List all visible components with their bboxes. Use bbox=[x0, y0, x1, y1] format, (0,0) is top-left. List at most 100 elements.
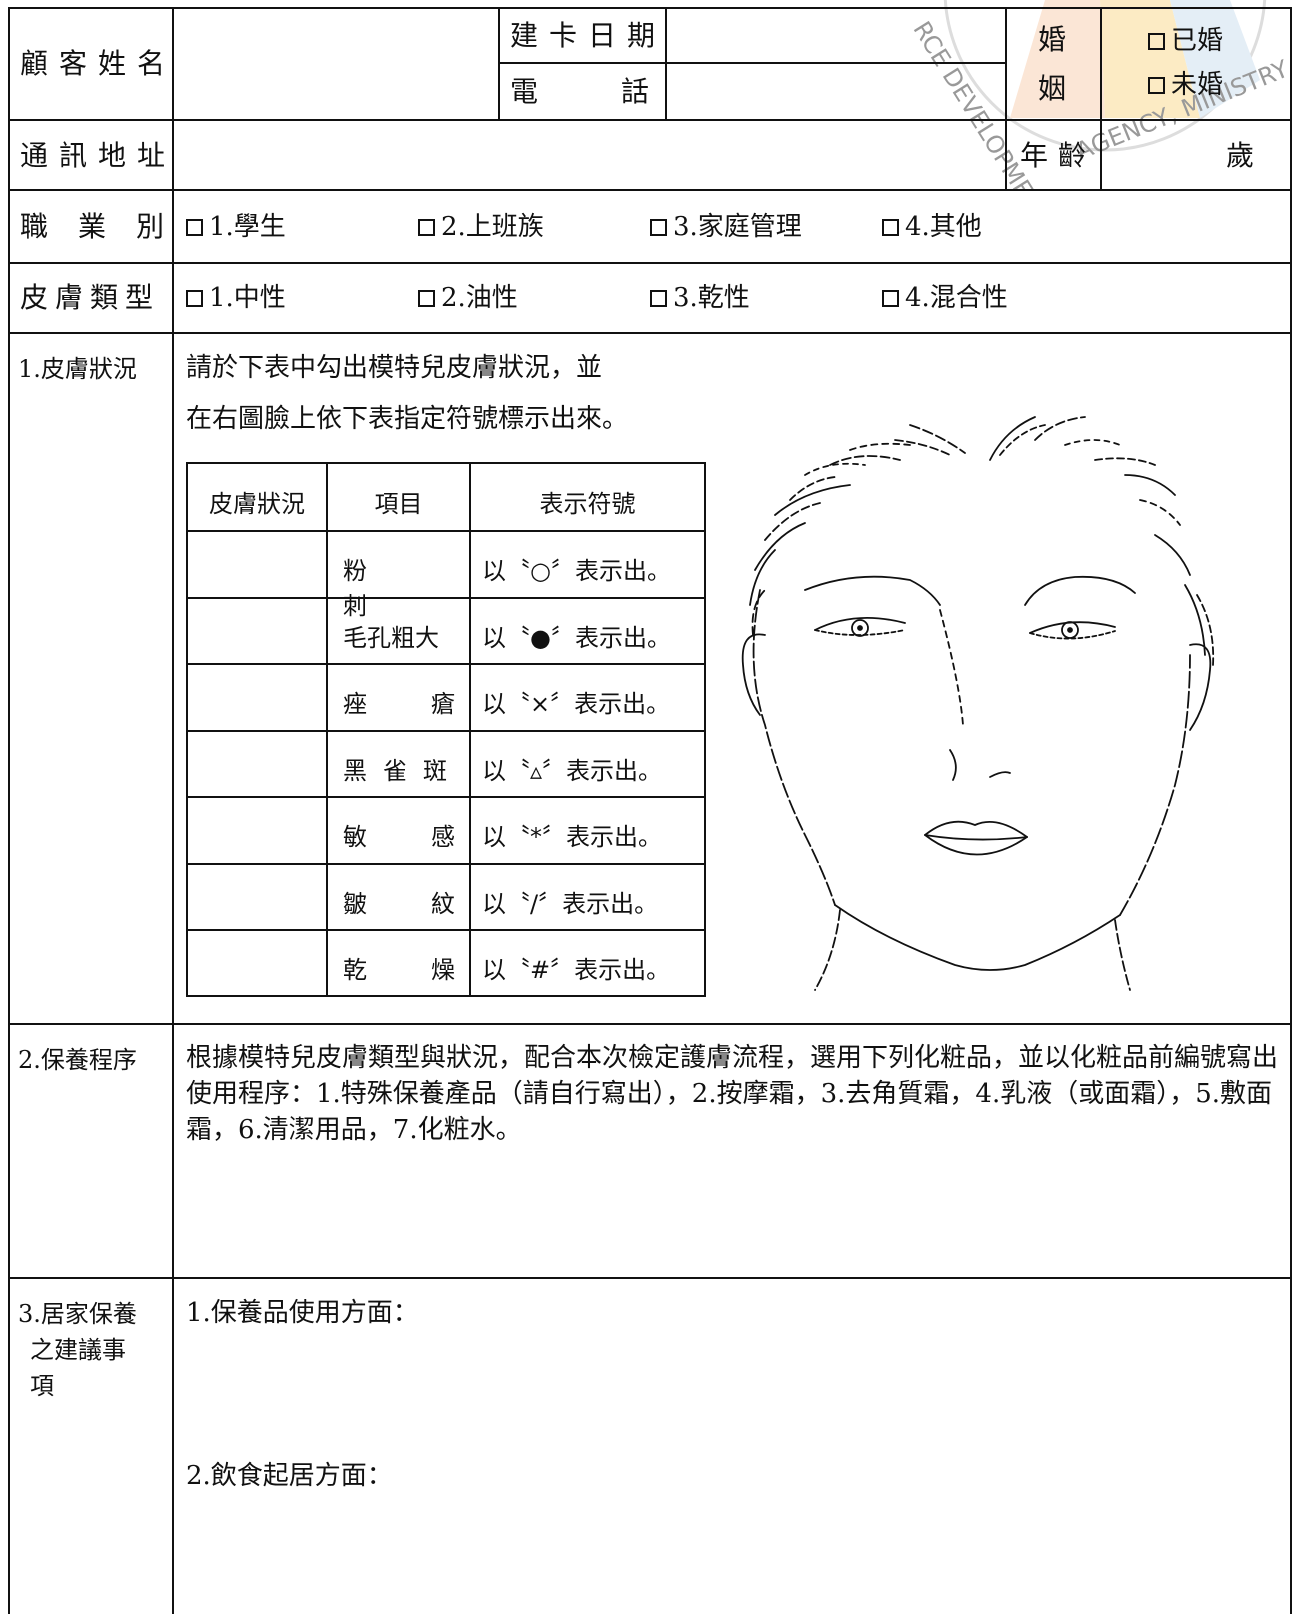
occupation-option-3[interactable]: 3.家庭管理 bbox=[650, 214, 802, 240]
skin-type-checkbox-4[interactable] bbox=[882, 290, 899, 307]
table-item-dryness-text: 乾燥 bbox=[343, 956, 519, 984]
marriage-label-top: 婚 bbox=[1038, 23, 1067, 56]
section2-instructions: 根據模特兒皮膚類型與狀況，配合本次檢定護膚流程，選用下列化粧品，並以化粧品前編號… bbox=[186, 1043, 1279, 1145]
age-unit: 歲 bbox=[1226, 139, 1255, 172]
skin-type-checkbox-3[interactable] bbox=[650, 290, 667, 307]
agency-watermark-seal: RCE DEVELOPMENT AGENCY, MINISTRY O bbox=[900, 0, 1292, 190]
table-border-right bbox=[704, 462, 706, 997]
skin-condition-table: 皮膚狀況 項目 表示符號 粉刺 以〝○〞表示出。 毛孔粗大 以〝●〞表示出。 痤… bbox=[186, 462, 706, 997]
section1-label: 1.皮膚狀況 bbox=[18, 355, 137, 383]
occupation-option-4-label: 4.其他 bbox=[905, 212, 982, 242]
married-checkbox-box[interactable] bbox=[1148, 33, 1165, 50]
skin-type-option-1[interactable]: 1.中性 bbox=[186, 285, 286, 311]
table-border-bottom bbox=[186, 995, 706, 997]
married-checkbox-label: 已婚 bbox=[1171, 26, 1224, 56]
table-item-dryness: 乾燥 bbox=[343, 950, 519, 985]
marriage-label-bottom: 姻 bbox=[1038, 72, 1067, 105]
table-symbol-sensitive: 以〝*〞表示出。 bbox=[482, 823, 662, 851]
skin-type-option-2-label: 2.油性 bbox=[441, 283, 518, 313]
header-col-line-d bbox=[1100, 7, 1102, 190]
row-line-1 bbox=[8, 119, 1292, 121]
row-line-5 bbox=[8, 1023, 1292, 1025]
section3-label-line2: 之建議事 bbox=[30, 1336, 126, 1364]
address-label: 通訊地址 bbox=[20, 139, 177, 172]
table-item-freckles: 黑雀斑 bbox=[343, 751, 463, 786]
single-checkbox[interactable]: 未婚 bbox=[1148, 72, 1223, 98]
table-symbol-dryness: 以〝#〞表示出。 bbox=[482, 956, 671, 984]
section1-instruction-line2: 在右圖臉上依下表指定符號標示出來。 bbox=[186, 404, 629, 434]
table-row-line-1 bbox=[186, 530, 706, 532]
skin-type-option-2[interactable]: 2.油性 bbox=[418, 285, 518, 311]
section2-label: 2.保養程序 bbox=[18, 1046, 137, 1074]
row-line-3 bbox=[8, 262, 1292, 264]
occupation-checkbox-4[interactable] bbox=[882, 219, 899, 236]
occupation-option-3-label: 3.家庭管理 bbox=[673, 212, 802, 242]
single-checkbox-box[interactable] bbox=[1148, 77, 1165, 94]
label-column-line bbox=[172, 7, 174, 1614]
section1-instruction-line1: 請於下表中勾出模特兒皮膚狀況，並 bbox=[186, 353, 603, 383]
section3-item1: 1.保養品使用方面： bbox=[186, 1298, 419, 1328]
occupation-checkbox-2[interactable] bbox=[418, 219, 435, 236]
table-item-sensitive: 敏感 bbox=[343, 817, 519, 852]
table-item-acne-text: 痤瘡 bbox=[343, 690, 519, 718]
table-border-left bbox=[186, 462, 188, 997]
table-symbol-wrinkles: 以〝/〞表示出。 bbox=[482, 890, 659, 918]
header-mid-line bbox=[498, 62, 1007, 64]
occupation-checkbox-3[interactable] bbox=[650, 219, 667, 236]
skin-type-checkbox-1[interactable] bbox=[186, 290, 203, 307]
phone-label: 電話 bbox=[510, 78, 655, 106]
customer-name-label: 顧客姓名 bbox=[20, 50, 165, 78]
table-item-acne: 痤瘡 bbox=[343, 684, 519, 719]
skin-type-option-3-label: 3.乾性 bbox=[673, 283, 750, 313]
section3-item2: 2.飲食起居方面： bbox=[186, 1461, 393, 1491]
section3-label-line3: 項 bbox=[30, 1372, 54, 1400]
occupation-option-2[interactable]: 2.上班族 bbox=[418, 214, 544, 240]
table-item-comedone-text: 粉刺 bbox=[343, 557, 431, 620]
table-item-freckles-text: 黑雀斑 bbox=[343, 757, 463, 785]
border-right bbox=[1290, 7, 1292, 1614]
row-line-top bbox=[8, 7, 1292, 9]
occupation-option-4[interactable]: 4.其他 bbox=[882, 214, 982, 240]
table-symbol-acne: 以〝×〞表示出。 bbox=[482, 690, 671, 718]
married-checkbox[interactable]: 已婚 bbox=[1148, 28, 1223, 54]
age-label: 年齡 bbox=[1020, 139, 1097, 172]
occupation-checkbox-1[interactable] bbox=[186, 219, 203, 236]
table-item-comedone: 粉刺 bbox=[343, 551, 455, 621]
occupation-option-2-label: 2.上班族 bbox=[441, 212, 544, 242]
occupation-option-1[interactable]: 1.學生 bbox=[186, 214, 286, 240]
card-date-label: 建卡日期 bbox=[510, 19, 667, 52]
table-col-line-1 bbox=[326, 462, 328, 997]
table-row-line-6 bbox=[186, 863, 706, 865]
table-header-condition: 皮膚狀況 bbox=[209, 490, 305, 518]
table-row-line-5 bbox=[186, 796, 706, 798]
skin-type-option-4-label: 4.混合性 bbox=[905, 283, 1008, 313]
occupation-label: 職業別 bbox=[20, 213, 164, 241]
face-diagram[interactable] bbox=[735, 405, 1265, 999]
table-col-line-2 bbox=[469, 462, 471, 997]
table-item-sensitive-text: 敏感 bbox=[343, 823, 519, 851]
skin-type-option-1-label: 1.中性 bbox=[209, 283, 286, 313]
skin-type-option-3[interactable]: 3.乾性 bbox=[650, 285, 750, 311]
phone-label-text: 電話 bbox=[510, 75, 733, 108]
table-header-symbol: 表示符號 bbox=[539, 490, 636, 518]
header-col-line-c bbox=[1005, 7, 1007, 190]
table-item-wrinkles-text: 皺紋 bbox=[343, 890, 519, 918]
table-row-line-7 bbox=[186, 929, 706, 931]
table-border-top bbox=[186, 462, 706, 464]
table-header-item: 項目 bbox=[374, 490, 423, 518]
table-symbol-freckles: 以〝▵〞表示出。 bbox=[482, 757, 663, 785]
skin-type-label: 皮膚類型 bbox=[20, 281, 161, 314]
border-left bbox=[8, 7, 10, 1614]
table-row-line-3 bbox=[186, 663, 706, 665]
skin-type-option-4[interactable]: 4.混合性 bbox=[882, 285, 1008, 311]
single-checkbox-label: 未婚 bbox=[1171, 70, 1224, 100]
table-symbol-enlarged-pores: 以〝●〞表示出。 bbox=[482, 624, 671, 652]
skin-type-checkbox-2[interactable] bbox=[418, 290, 435, 307]
table-row-line-2 bbox=[186, 597, 706, 599]
row-line-6 bbox=[8, 1277, 1292, 1279]
customer-name-label-text: 顧客姓名 bbox=[20, 47, 177, 80]
occupation-label-text: 職業別 bbox=[20, 210, 195, 243]
row-line-4 bbox=[8, 332, 1292, 334]
table-item-enlarged-pores: 毛孔粗大 bbox=[343, 624, 439, 652]
